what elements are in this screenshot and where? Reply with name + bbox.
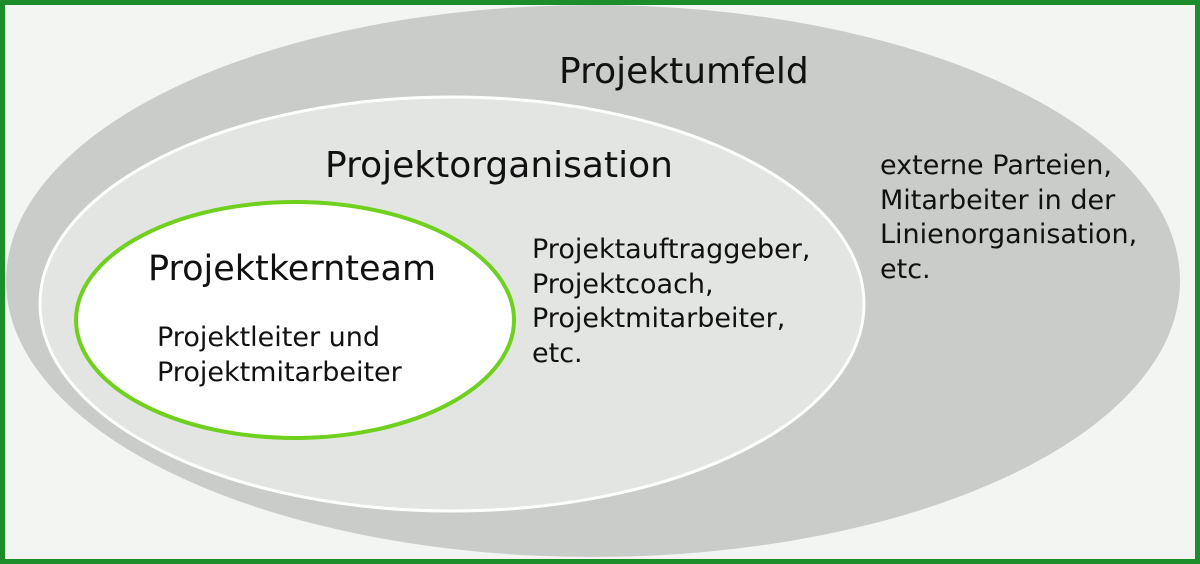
projektorganisation-members: Projektauftraggeber, Projektcoach, Proje… bbox=[532, 233, 810, 371]
projektumfeld-title: Projektumfeld bbox=[559, 51, 809, 92]
ellipse-projektkernteam bbox=[74, 200, 516, 440]
projektorganisation-member-line: Projektmitarbeiter, bbox=[532, 303, 786, 335]
projektumfeld-member-line: etc. bbox=[880, 253, 931, 285]
projektorganisation-member-line: Projektauftraggeber, bbox=[532, 234, 811, 265]
nested-ellipses bbox=[6, 5, 1180, 557]
projektorganisation-title: Projektorganisation bbox=[325, 145, 673, 186]
projektumfeld-member-line: Linienorganisation, bbox=[880, 219, 1138, 251]
projektkernteam-member-line: Projektleiter und bbox=[157, 322, 381, 353]
projektkernteam-member-line: Projektmitarbeiter bbox=[157, 356, 402, 388]
projektumfeld-members: externe Parteien, Mitarbeiter in der Lin… bbox=[880, 149, 1137, 287]
projektorganisation-member-line: Projektcoach, bbox=[532, 268, 714, 300]
projektkernteam-members: Projektleiter und Projektmitarbeiter bbox=[157, 321, 402, 390]
projektumfeld-member-line: externe Parteien, bbox=[880, 150, 1112, 181]
projektumfeld-member-line: Mitarbeiter in der bbox=[880, 184, 1116, 216]
projektkernteam-title: Projektkernteam bbox=[148, 249, 437, 289]
projektorganisation-member-line: etc. bbox=[532, 337, 583, 369]
